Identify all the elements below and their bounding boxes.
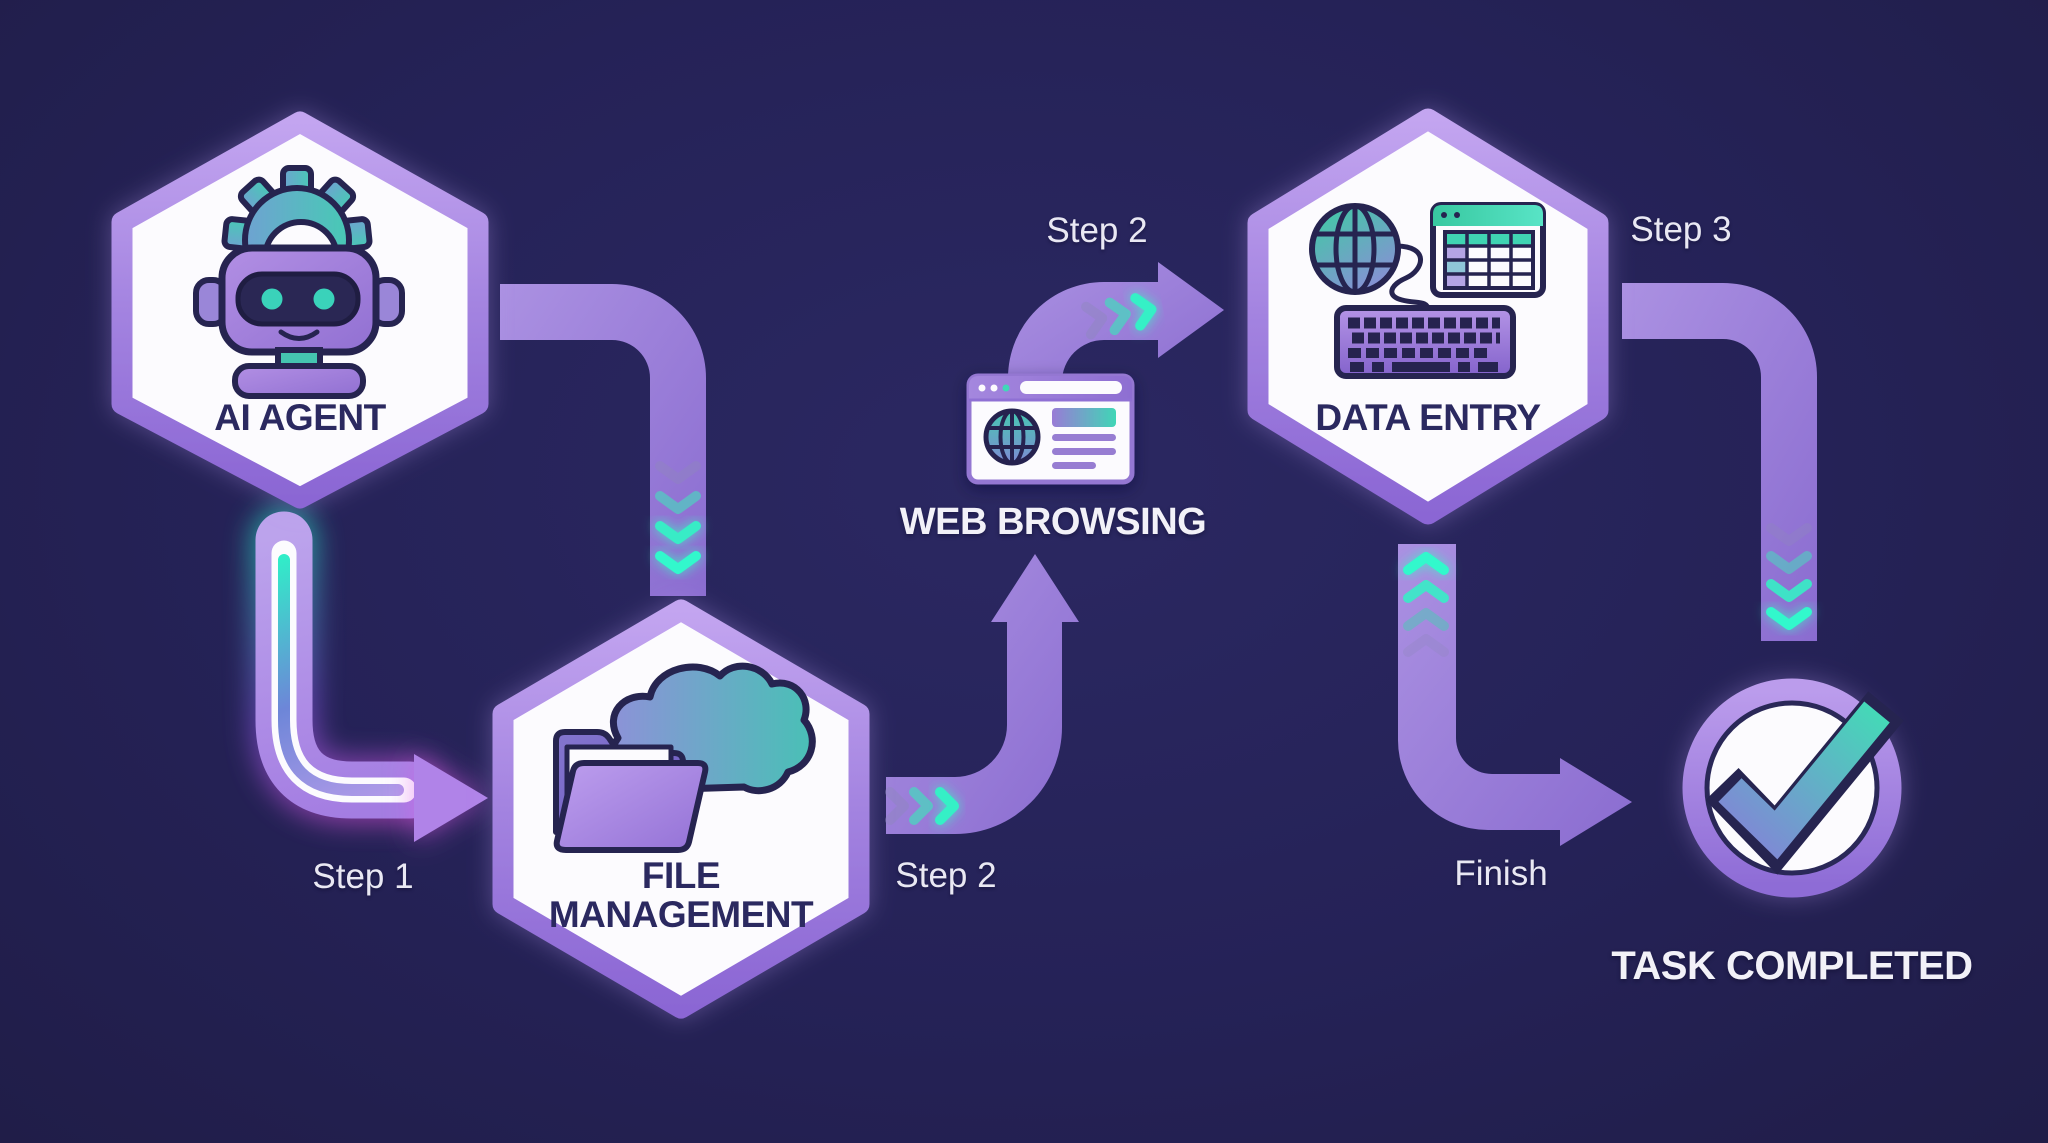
- file-management-node: [492, 599, 870, 1019]
- connector-web-browsing-to-data-entry: [1008, 262, 1224, 404]
- ai-agent-label: AI AGENT: [214, 397, 386, 438]
- file-management-label: FILE MANAGEMENT: [548, 855, 814, 935]
- right-chevrons-icon: [885, 787, 959, 825]
- step-1-label: Step 1: [312, 857, 414, 896]
- robot-gear-icon: [193, 165, 405, 399]
- globe-icon: [1309, 203, 1401, 295]
- data-entry-node: [1247, 108, 1609, 525]
- browser-window-icon: [966, 373, 1135, 485]
- task-completed-node: [1682, 678, 1904, 898]
- data-entry-label: DATA ENTRY: [1315, 397, 1541, 438]
- arrowhead-icon: [414, 754, 488, 842]
- web-browsing-label: WEB BROWSING: [899, 501, 1207, 543]
- right-chevrons-icon: [1081, 293, 1157, 340]
- web-browsing-node: [966, 373, 1135, 485]
- finish-label: Finish: [1454, 854, 1548, 893]
- task-completed-label: TASK COMPLETED: [1611, 944, 1973, 988]
- connector-ai-agent-step1-glow-tube: [250, 506, 488, 842]
- down-chevrons-icon: [1766, 523, 1812, 630]
- down-chevrons-icon: [655, 461, 701, 574]
- folder-cloud-icon: [553, 662, 816, 853]
- connector-data-entry-to-task-completed-finish: [1398, 544, 1632, 846]
- connector-file-management-to-web-browsing: [885, 554, 1079, 834]
- globe-table-keyboard-icon: [1309, 202, 1546, 379]
- step-2-upper-label: Step 2: [1046, 211, 1148, 250]
- spreadsheet-window-icon: [1430, 202, 1546, 298]
- up-chevrons-icon: [1403, 552, 1449, 657]
- ai-agent-node: [111, 111, 489, 509]
- connector-data-entry-step3: [1622, 283, 1817, 641]
- step-3-label: Step 3: [1630, 210, 1732, 249]
- step-2-lower-label: Step 2: [895, 856, 997, 895]
- keyboard-icon: [1334, 305, 1516, 379]
- check-circle-icon: [1682, 678, 1904, 898]
- connector-ai-agent-to-file-management-top: [500, 284, 706, 596]
- globe-icon: [983, 408, 1041, 466]
